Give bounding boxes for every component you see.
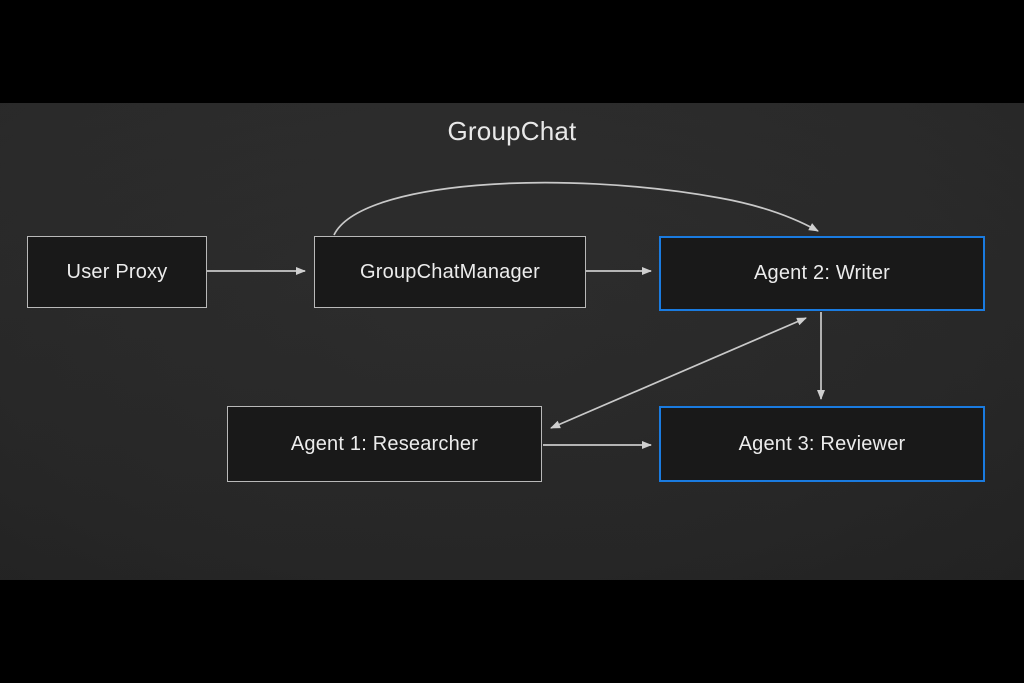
letterbox-bottom-bar [0,580,1024,683]
node-groupchatmanager-label: GroupChatManager [360,260,540,283]
node-user-proxy[interactable]: User Proxy [27,236,207,308]
diagram-title: GroupChat [447,116,577,146]
edge-researcher-writer-bidirectional [550,317,807,429]
letterbox-top-bar [0,0,1024,103]
node-agent2-writer-label: Agent 2: Writer [753,262,891,284]
diagram-canvas: GroupChat [0,103,1024,580]
node-agent3-reviewer-label: Agent 3: Reviewer [738,432,906,455]
node-agent1-researcher-label: Agent 1: Researcher [290,432,479,455]
node-agent3-reviewer[interactable]: Agent 3: Reviewer [659,406,985,482]
node-user-proxy-label: User Proxy [66,260,168,283]
edge-layer [207,181,825,449]
edge-manager-curve-to-writer [333,181,819,236]
node-agent2-writer[interactable]: Agent 2: Writer [659,236,985,311]
node-agent1-researcher[interactable]: Agent 1: Researcher [227,406,542,482]
node-groupchatmanager[interactable]: GroupChatManager [314,236,586,308]
